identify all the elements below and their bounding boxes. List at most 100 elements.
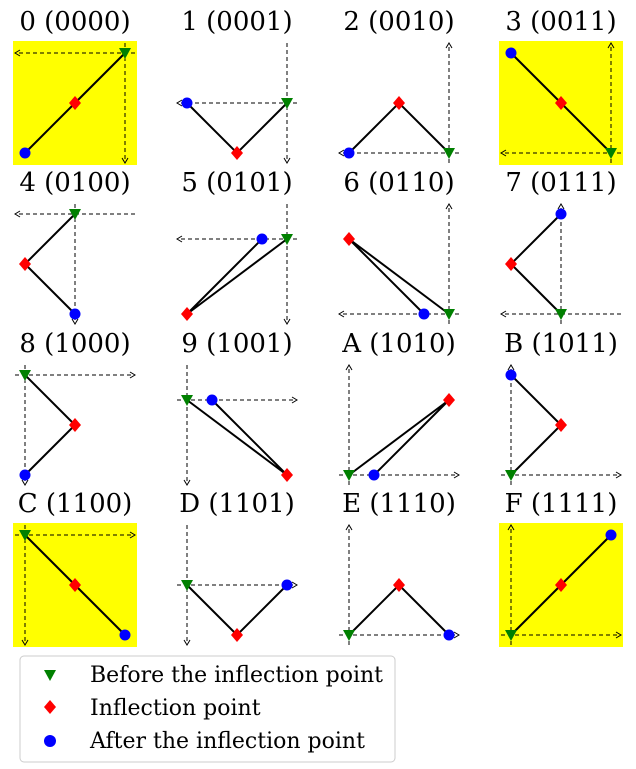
legend-before-label: Before the inflection point (90, 663, 383, 688)
after-marker (181, 97, 193, 109)
before-marker (181, 580, 193, 591)
axis-arrow-icon (453, 631, 460, 639)
path-line (348, 399, 450, 476)
diagram-cell: D (1101) (177, 489, 298, 646)
diagram-cell: B (1011) (501, 329, 622, 485)
before-marker (505, 630, 517, 641)
cell-title: A (1010) (341, 329, 456, 359)
path-line (186, 238, 288, 315)
inflection-marker (443, 393, 455, 407)
after-marker (605, 529, 617, 541)
inflection-marker (393, 578, 405, 592)
axis-arrow-icon (21, 479, 29, 486)
inflection-marker (393, 96, 405, 110)
inflection-marker (281, 468, 293, 482)
diagram-cell: 5 (0101) (176, 168, 297, 325)
axis-arrow-icon (183, 639, 191, 646)
after-marker (418, 308, 430, 320)
inflection-marker (555, 418, 567, 432)
axis-arrow-icon (338, 149, 345, 157)
diagram-cell: 3 (0011) (499, 7, 623, 165)
after-marker (343, 147, 355, 159)
inflection-marker (69, 96, 81, 110)
after-marker (206, 394, 218, 406)
after-marker (19, 469, 31, 481)
diagram-cell: F (1111) (499, 489, 623, 647)
axis-arrow-icon (121, 157, 129, 164)
cell-title: 2 (0010) (343, 7, 454, 37)
after-marker (368, 469, 380, 481)
axis-arrow-icon (345, 524, 353, 531)
after-marker (119, 629, 131, 641)
legend-inflection-label: Inflection point (90, 696, 261, 721)
axis-arrow-icon (557, 203, 565, 210)
path-line (186, 584, 288, 637)
legend: Before the inflection point Inflection p… (19, 655, 396, 763)
cell-title: B (1011) (504, 329, 618, 359)
before-marker (19, 530, 31, 541)
before-marker (281, 98, 293, 109)
cell-title: E (1110) (342, 489, 456, 519)
cell-title: 8 (1000) (19, 329, 130, 359)
diagram-cell: 6 (0110) (338, 168, 459, 324)
axis-arrow-icon (291, 396, 298, 404)
inflection-marker (231, 146, 243, 160)
before-marker (443, 148, 455, 159)
before-marker (181, 395, 193, 406)
inflection-marker (19, 257, 31, 271)
before-marker (605, 148, 617, 159)
axis-arrow-icon (14, 210, 21, 218)
axis-arrow-icon (500, 310, 507, 318)
path-line (348, 583, 450, 636)
axis-arrow-icon (291, 581, 298, 589)
after-marker (19, 147, 31, 159)
diagram-cell: 8 (1000) (15, 329, 136, 486)
before-marker (19, 370, 31, 381)
cell-title: F (1111) (505, 489, 618, 519)
after-marker (69, 308, 81, 320)
inflection-marker (555, 96, 567, 110)
diagram-cell: C (1100) (13, 489, 137, 647)
cell-title: 1 (0001) (181, 7, 292, 37)
path-line (186, 102, 288, 155)
cell-title: 6 (0110) (343, 168, 454, 198)
after-marker (281, 579, 293, 591)
diagram-cell: E (1110) (339, 489, 460, 645)
after-marker (443, 629, 455, 641)
diagram-cell: 1 (0001) (176, 7, 297, 164)
before-marker (343, 630, 355, 641)
axis-arrow-icon (507, 364, 515, 371)
axis-arrow-icon (71, 318, 79, 325)
cell-title: 3 (0011) (505, 7, 616, 37)
path-line (348, 238, 450, 315)
diagram-cell: A (1010) (339, 329, 460, 485)
before-marker (281, 234, 293, 245)
diagram-cell: 2 (0010) (338, 7, 459, 163)
path-line (23, 213, 76, 315)
cell-title: 4 (0100) (19, 168, 130, 198)
legend-after-marker (44, 735, 56, 747)
inflection-marker (231, 628, 243, 642)
legend-frame (19, 655, 396, 763)
inflection-marker (181, 307, 193, 321)
axis-arrow-icon (615, 471, 622, 479)
diagram-cell: 9 (1001) (177, 329, 298, 486)
cell-title: 0 (0000) (19, 7, 130, 37)
cell-title: 5 (0101) (181, 168, 292, 198)
path-line (510, 374, 563, 476)
path-line (348, 101, 450, 154)
legend-before-marker (44, 670, 56, 681)
axis-arrow-icon (283, 318, 291, 325)
inflection-marker (343, 232, 355, 246)
after-marker (505, 369, 517, 381)
cell-title: C (1100) (18, 489, 133, 519)
diagram-cell: 4 (0100) (14, 168, 135, 325)
after-marker (505, 47, 517, 59)
axis-arrow-icon (183, 479, 191, 486)
before-marker (443, 309, 455, 320)
inflection-marker (505, 257, 517, 271)
axis-arrow-icon (176, 235, 183, 243)
before-marker (343, 470, 355, 481)
cell-grid: 0 (0000) 1 (0001) 2 (0010) 3 (0011) 4 (0100)… (13, 7, 623, 647)
